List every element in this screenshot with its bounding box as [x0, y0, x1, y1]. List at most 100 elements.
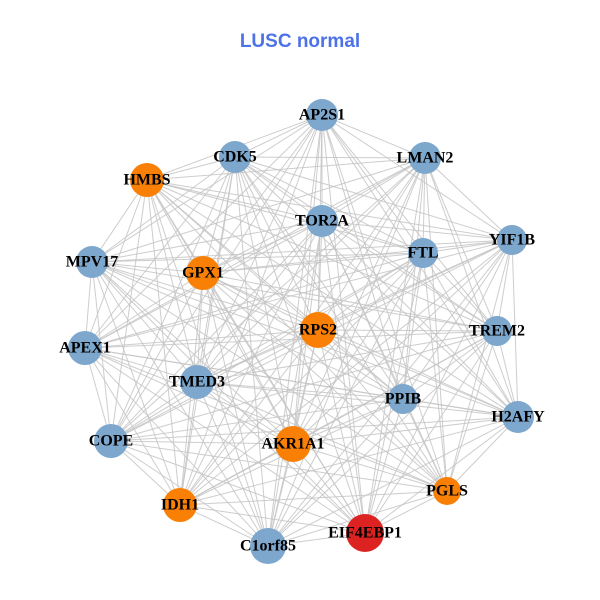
edge [179, 252, 424, 506]
edge [196, 272, 204, 383]
edge [202, 220, 323, 274]
edge [91, 239, 513, 263]
node-C1orf85[interactable] [250, 528, 286, 564]
edge [110, 330, 498, 442]
node-label-HMBS: HMBS [123, 172, 170, 189]
edge [84, 347, 448, 492]
edge [84, 347, 269, 547]
edge [364, 330, 498, 534]
node-TOR2A[interactable] [306, 205, 338, 237]
edge [110, 252, 424, 442]
node-RPS2[interactable] [300, 312, 336, 348]
node-label-H2AFY: H2AFY [491, 409, 545, 426]
edge [402, 252, 424, 400]
edge [91, 114, 323, 263]
edge [202, 272, 319, 331]
node-AKR1A1[interactable] [275, 426, 311, 462]
node-label-TREM2: TREM2 [469, 323, 525, 340]
node-PGLS[interactable] [433, 477, 461, 505]
node-EIF4EBP1[interactable] [346, 514, 384, 552]
node-label-COPE: COPE [89, 433, 133, 450]
edge [146, 157, 426, 181]
edge [292, 398, 404, 445]
edge [110, 156, 236, 442]
edge [364, 157, 426, 534]
edge [364, 398, 404, 534]
edge [202, 272, 294, 445]
node-MPV17[interactable] [76, 246, 108, 278]
node-TMED3[interactable] [180, 365, 214, 399]
node-COPE[interactable] [94, 424, 128, 458]
node-label-APEX1: APEX1 [59, 340, 111, 357]
edge [110, 440, 448, 492]
edge [317, 252, 424, 331]
edge [321, 114, 404, 400]
edge [292, 114, 323, 445]
node-GPX1[interactable] [186, 256, 220, 290]
edge [179, 381, 198, 506]
edge [179, 490, 448, 506]
edge [321, 114, 426, 159]
node-IDH1[interactable] [163, 488, 197, 522]
edge [179, 504, 366, 534]
edge [402, 398, 519, 418]
edge [202, 239, 513, 274]
edge [110, 381, 198, 442]
edge [317, 329, 366, 534]
node-APEX1[interactable] [68, 331, 102, 365]
edge [234, 156, 426, 159]
node-AP2S1[interactable] [306, 99, 338, 131]
edge [267, 220, 323, 547]
edge [234, 156, 424, 254]
node-CDK5[interactable] [219, 141, 251, 173]
edge [234, 156, 319, 331]
edge [234, 156, 366, 534]
node-label-IDH1: IDH1 [161, 497, 199, 514]
edge [179, 156, 236, 506]
node-TREM2[interactable] [482, 316, 512, 346]
node-label-LMAN2: LMAN2 [397, 150, 454, 167]
edge [146, 179, 269, 547]
edge [91, 261, 294, 445]
edge [234, 156, 323, 222]
edge [292, 416, 519, 445]
edge [196, 239, 513, 383]
node-H2AFY[interactable] [502, 401, 534, 433]
edge [202, 272, 498, 332]
edge [179, 220, 323, 506]
node-label-GPX1: GPX1 [182, 265, 224, 282]
edge [234, 156, 513, 241]
edge [496, 239, 513, 332]
edge [317, 157, 426, 331]
edge [110, 398, 404, 442]
edge [91, 261, 366, 534]
node-YIF1B[interactable] [497, 225, 527, 255]
node-HMBS[interactable] [130, 163, 164, 197]
node-label-PPIB: PPIB [385, 391, 422, 408]
edge [424, 157, 513, 241]
edge [110, 440, 294, 445]
node-label-EIF4EBP1: EIF4EBP1 [328, 525, 402, 542]
edge [402, 330, 498, 400]
node-label-RPS2: RPS2 [299, 322, 337, 339]
node-PPIB[interactable] [388, 384, 418, 414]
edge [317, 329, 448, 492]
node-label-AP2S1: AP2S1 [299, 107, 345, 124]
edge [196, 381, 519, 418]
edge [321, 114, 424, 254]
edge [110, 272, 204, 442]
figure-title: LUSC normal [239, 31, 361, 52]
node-FTL[interactable] [408, 238, 438, 268]
edge [321, 220, 519, 418]
edge [84, 114, 323, 349]
edge [146, 179, 323, 222]
edge [511, 239, 519, 418]
edge [234, 114, 323, 158]
edge [321, 220, 366, 534]
edge [446, 239, 513, 492]
edge [422, 252, 448, 492]
edge [267, 330, 498, 547]
node-LMAN2[interactable] [409, 142, 441, 174]
edge [196, 157, 426, 383]
